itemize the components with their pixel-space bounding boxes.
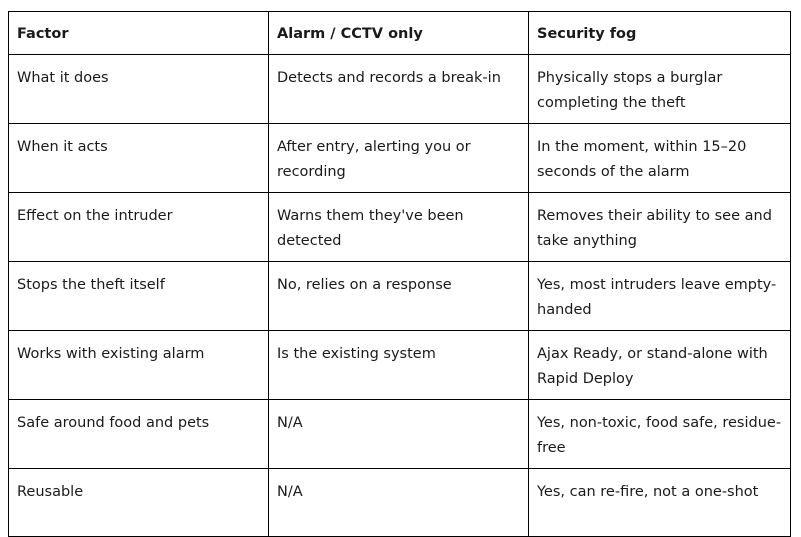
cell-factor: Stops the theft itself — [8, 261, 269, 331]
cell-alarm-cctv: N/A — [268, 468, 529, 537]
table-row: Works with existing alarm Is the existin… — [8, 330, 791, 400]
table-row: When it acts After entry, alerting you o… — [8, 123, 791, 193]
cell-alarm-cctv: N/A — [268, 399, 529, 469]
cell-alarm-cctv: Warns them they've been detected — [268, 192, 529, 262]
cell-security-fog: Yes, can re-fire, not a one-shot — [528, 468, 791, 537]
table-row: What it does Detects and records a break… — [8, 54, 791, 124]
table-row: Reusable N/A Yes, can re-fire, not a one… — [8, 468, 791, 537]
header-security-fog: Security fog — [528, 11, 791, 55]
cell-factor: What it does — [8, 54, 269, 124]
cell-security-fog: In the moment, within 15–20 seconds of t… — [528, 123, 791, 193]
cell-alarm-cctv: No, relies on a response — [268, 261, 529, 331]
cell-factor: When it acts — [8, 123, 269, 193]
cell-factor: Safe around food and pets — [8, 399, 269, 469]
cell-security-fog: Yes, most intruders leave empty-handed — [528, 261, 791, 331]
cell-alarm-cctv: Detects and records a break-in — [268, 54, 529, 124]
cell-security-fog: Yes, non-toxic, food safe, residue-free — [528, 399, 791, 469]
cell-factor: Reusable — [8, 468, 269, 537]
cell-factor: Effect on the intruder — [8, 192, 269, 262]
cell-security-fog: Ajax Ready, or stand-alone with Rapid De… — [528, 330, 791, 400]
table-row: Effect on the intruder Warns them they'v… — [8, 192, 791, 262]
table-row: Stops the theft itself No, relies on a r… — [8, 261, 791, 331]
header-alarm-cctv: Alarm / CCTV only — [268, 11, 529, 55]
cell-alarm-cctv: After entry, alerting you or recording — [268, 123, 529, 193]
table-header-row: Factor Alarm / CCTV only Security fog — [8, 11, 791, 55]
cell-security-fog: Removes their ability to see and take an… — [528, 192, 791, 262]
comparison-table-container: Factor Alarm / CCTV only Security fog Wh… — [8, 11, 791, 537]
comparison-table: Factor Alarm / CCTV only Security fog Wh… — [8, 11, 791, 537]
cell-alarm-cctv: Is the existing system — [268, 330, 529, 400]
table-row: Safe around food and pets N/A Yes, non-t… — [8, 399, 791, 469]
header-factor: Factor — [8, 11, 269, 55]
cell-security-fog: Physically stops a burglar completing th… — [528, 54, 791, 124]
cell-factor: Works with existing alarm — [8, 330, 269, 400]
